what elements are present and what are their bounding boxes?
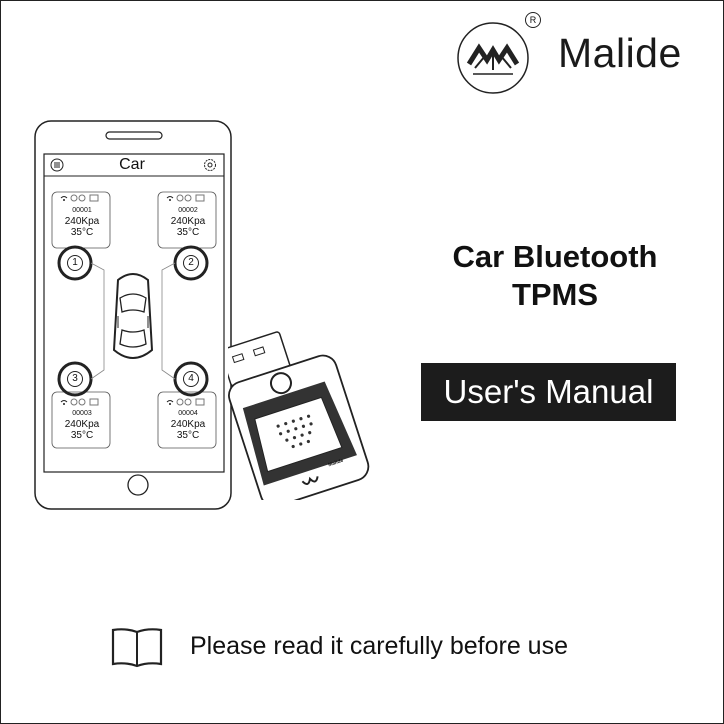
wifi-icon xyxy=(60,194,99,202)
tire-card-2[interactable]: 00002 240Kpa 35°C xyxy=(164,205,212,238)
read-notice: Please read it carefully before use xyxy=(190,632,568,660)
brand-name: Malide xyxy=(558,30,682,76)
wheel-position-4: 4 xyxy=(183,371,199,387)
tire-id: 00002 xyxy=(178,207,198,214)
settings-gear-icon[interactable] xyxy=(203,158,217,172)
tire-temperature: 35°C xyxy=(176,227,200,238)
registered-mark: R xyxy=(525,12,541,28)
document-title: Car Bluetooth TPMS xyxy=(430,238,680,314)
malide-logo-icon xyxy=(457,22,529,94)
tire-pressure: 240Kpa xyxy=(170,419,206,430)
tire-card-3[interactable]: 00003 240Kpa 35°C xyxy=(58,408,106,441)
usb-dongle-icon xyxy=(228,331,370,500)
tire-pressure: 240Kpa xyxy=(64,216,100,227)
tire-id: 00004 xyxy=(178,410,198,417)
wheel-position-3: 3 xyxy=(67,371,83,387)
wheel-position-2: 2 xyxy=(183,255,199,271)
tire-pressure: 240Kpa xyxy=(170,216,206,227)
manual-banner: User's Manual xyxy=(421,363,676,421)
phone-illustration xyxy=(34,120,232,510)
wifi-icon xyxy=(166,194,205,202)
tire-card-4[interactable]: 00004 240Kpa 35°C xyxy=(164,408,212,441)
tire-card-1[interactable]: 00001 240Kpa 35°C xyxy=(58,205,106,238)
title-line-2: TPMS xyxy=(511,277,599,312)
tire-pressure: 240Kpa xyxy=(64,419,100,430)
wifi-icon xyxy=(60,398,99,406)
book-icon xyxy=(111,628,163,668)
tire-id: 00003 xyxy=(72,410,92,417)
tire-temperature: 35°C xyxy=(176,430,200,441)
tire-temperature: 35°C xyxy=(70,227,94,238)
tire-id: 00001 xyxy=(72,207,92,214)
car-icon xyxy=(112,273,154,359)
title-line-1: Car Bluetooth xyxy=(452,239,658,274)
wheel-position-1: 1 xyxy=(67,255,83,271)
app-title: Car xyxy=(119,156,145,173)
menu-icon[interactable] xyxy=(50,158,64,172)
wifi-icon xyxy=(166,398,205,406)
tire-temperature: 35°C xyxy=(70,430,94,441)
